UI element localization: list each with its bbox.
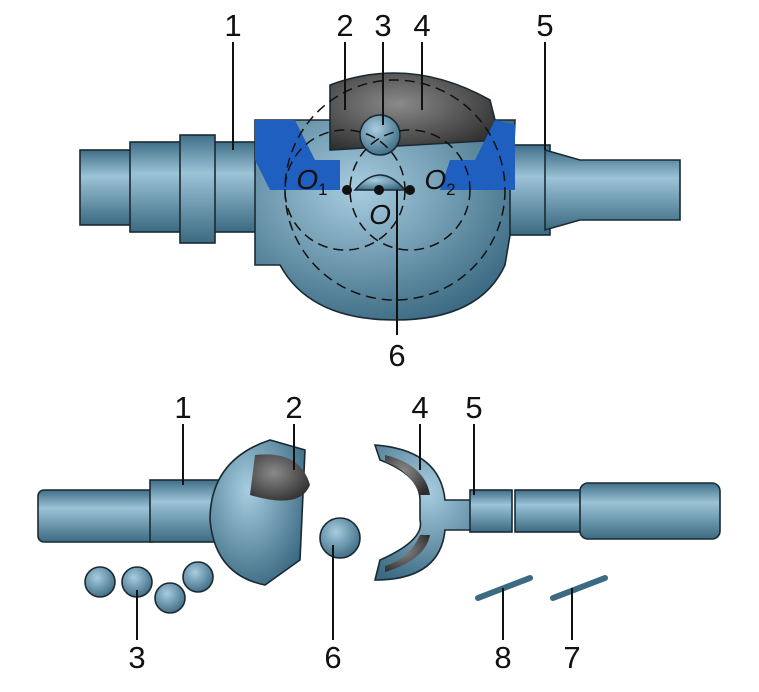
exploded-label-1: 1: [174, 390, 191, 425]
ball-cage: [329, 72, 502, 151]
section-blue-left: [255, 120, 340, 190]
outer-race-groove-top: [385, 455, 430, 495]
point-o1: [342, 185, 352, 195]
part-label-3: 3: [374, 8, 391, 43]
right-shaft: [509, 144, 551, 236]
center-ball-6: [319, 517, 361, 559]
label-o2: O2: [424, 164, 455, 199]
exploded-label-2: 2: [285, 390, 302, 425]
shaft-1-body: [149, 479, 221, 543]
splined-shaft-1: [37, 489, 159, 543]
ball-3c: [154, 582, 186, 614]
center-ball: [359, 114, 401, 156]
splined-shaft-5: [579, 482, 721, 540]
shaft-5-left: [469, 489, 513, 533]
label-o: O: [369, 199, 391, 230]
part-label-4: 4: [413, 8, 430, 43]
exploded-label-8: 8: [494, 640, 511, 675]
exploded-label-7: 7: [563, 640, 580, 675]
circle-o2: [349, 129, 471, 251]
part-label-2: 2: [336, 8, 353, 43]
part-label-1: 1: [224, 8, 241, 43]
exploded-label-4: 4: [411, 390, 428, 425]
ball-3d: [182, 561, 214, 593]
exploded-label-3: 3: [128, 640, 145, 675]
exploded-label-5: 5: [465, 390, 482, 425]
part-label-6: 6: [388, 338, 405, 373]
part-label-5: 5: [536, 8, 553, 43]
assembled-view: O1 O2 O 1 2 3 4 5 6: [79, 8, 681, 373]
section-blue-right: [440, 120, 515, 190]
exploded-view: 1 2 4 5 3 6 8 7: [37, 390, 721, 675]
left-shaft-ring: [179, 134, 216, 244]
sphere-center-circle: [284, 79, 506, 301]
ball-3a: [84, 566, 116, 598]
pin-7: [550, 575, 608, 601]
right-shaft-taper: [544, 148, 681, 232]
point-o: [374, 185, 384, 195]
point-o2: [405, 185, 415, 195]
exploded-label-6: 6: [324, 640, 341, 675]
outer-race-groove-bottom: [385, 535, 430, 572]
label-o1: O1: [296, 164, 327, 199]
